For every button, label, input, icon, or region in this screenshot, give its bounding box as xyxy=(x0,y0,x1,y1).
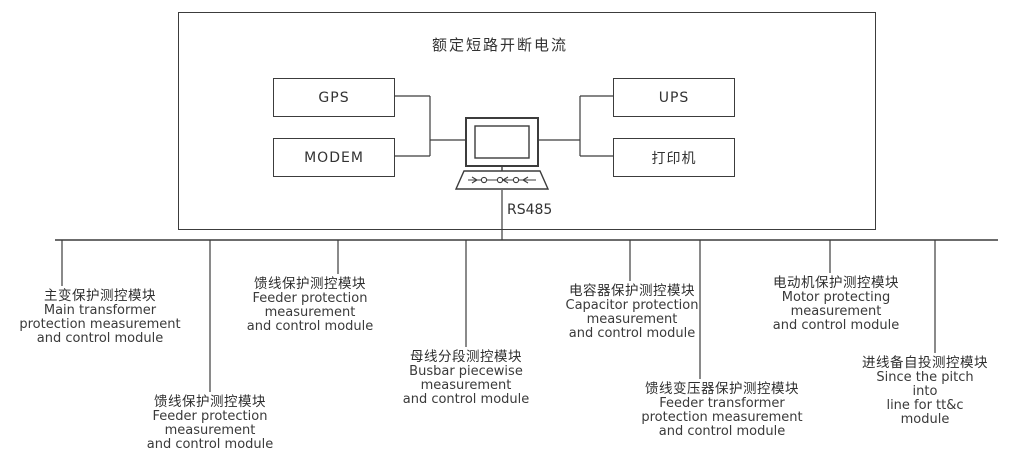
module-label-zh: 馈线保护测控模块 xyxy=(253,276,366,292)
module-label-zh: 母线分段测控模块 xyxy=(409,349,522,365)
module-busbar-piecewise: 母线分段测控模块 Busbar piecewise measurement an… xyxy=(403,349,530,407)
printer-box: 打印机 xyxy=(613,138,735,177)
module-feeder-protection-upper: 馈线保护测控模块 Feeder protection measurement a… xyxy=(247,276,374,334)
ups-label: UPS xyxy=(658,89,690,106)
module-label-en: Feeder protection measurement and contro… xyxy=(146,409,274,452)
module-label-zh: 电容器保护测控模块 xyxy=(569,283,695,299)
module-main-transformer: 主变保护测控模块 Main transformer protection mea… xyxy=(19,288,180,346)
module-label-en: Motor protecting measurement and control… xyxy=(772,290,900,333)
module-capacitor-protection: 电容器保护测控模块 Capacitor protection measureme… xyxy=(566,283,699,341)
module-label-zh: 馈线变压器保护测控模块 xyxy=(645,381,799,397)
modem-label: MODEM xyxy=(304,149,364,166)
diagram-title: 额定短路开断电流 xyxy=(431,36,569,54)
module-label-en: Main transformer protection measurement … xyxy=(19,303,181,346)
printer-label: 打印机 xyxy=(651,150,697,167)
module-label-zh: 馈线保护测控模块 xyxy=(153,394,266,410)
module-incoming-auto-switch: 进线备自投测控模块 Since the pitch into line for … xyxy=(862,355,988,427)
ups-box: UPS xyxy=(613,78,735,117)
system-outer-box xyxy=(178,12,876,230)
module-label-en: Feeder protection measurement and contro… xyxy=(246,291,374,334)
rs485-label: RS485 xyxy=(507,202,553,218)
module-label-en: Capacitor protection measurement and con… xyxy=(565,298,699,341)
module-motor-protecting: 电动机保护测控模块 Motor protecting measurement a… xyxy=(773,275,900,333)
module-label-zh: 主变保护测控模块 xyxy=(44,288,156,304)
module-label-en: Busbar piecewise measurement and control… xyxy=(402,364,530,407)
module-label-en: Feeder transformer protection measuremen… xyxy=(641,396,803,439)
module-feeder-transformer: 馈线变压器保护测控模块 Feeder transformer protectio… xyxy=(641,381,802,439)
gps-box: GPS xyxy=(273,78,395,117)
gps-label: GPS xyxy=(318,89,350,106)
module-label-zh: 进线备自投测控模块 xyxy=(862,355,988,371)
modem-box: MODEM xyxy=(273,138,395,177)
module-label-en: Since the pitch into line for tt&c modul… xyxy=(876,370,974,427)
module-label-zh: 电动机保护测控模块 xyxy=(772,275,899,291)
module-feeder-protection-lower: 馈线保护测控模块 Feeder protection measurement a… xyxy=(147,394,274,452)
